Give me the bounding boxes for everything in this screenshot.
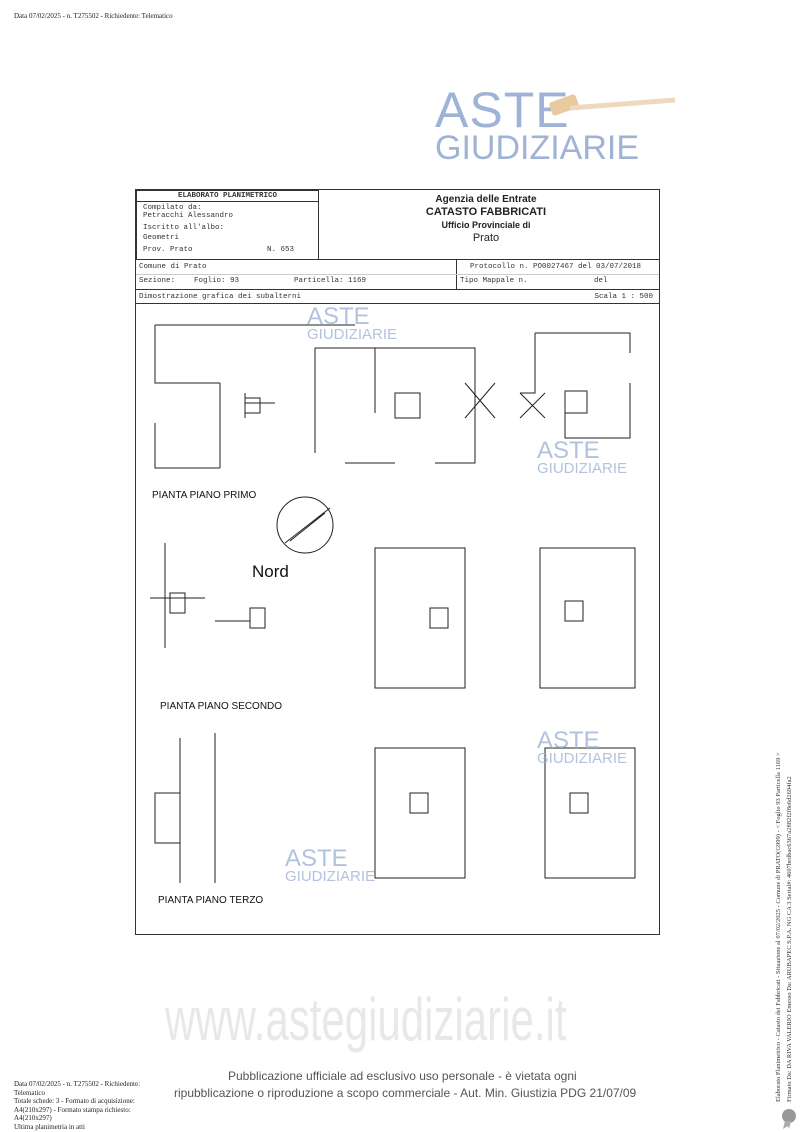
watermark-text: GIUDIZIARIE (285, 867, 376, 885)
side-info-line1: Elaborato Planimetrico - Catasto dei Fab… (775, 752, 782, 1102)
numero: N. 653 (267, 246, 295, 254)
watermark-text: ASTE (537, 437, 600, 464)
site-watermark: www.astegiudiziarie.it (165, 986, 567, 1053)
plan-piano-secondo (150, 496, 636, 689)
watermark-text: GIUDIZIARIE (537, 459, 628, 477)
watermark-text: ASTE (435, 82, 570, 138)
watermark-text: GIUDIZIARIE (435, 129, 640, 167)
del: del (594, 277, 608, 285)
compiler-box: ELABORATO PLANIMETRICO Compilato da: Pet… (136, 190, 319, 260)
label-piano-primo: PIANTA PIANO PRIMO (152, 490, 257, 501)
notice-line1: Pubblicazione ufficiale ad esclusivo uso… (228, 1069, 577, 1083)
watermark-text: ASTE (285, 845, 348, 872)
notice-line2: ripubblicazione o riproduzione a scopo c… (174, 1086, 637, 1100)
footer-line2: Totale schede: 3 - Formato di acquisizio… (14, 1097, 135, 1122)
compilato-label: Compilato da: (143, 204, 202, 212)
watermark-text: GIUDIZIARIE (307, 325, 398, 343)
ufficio: Ufficio Provinciale di (441, 220, 531, 230)
footer-line1: Data 07/02/2025 - n. T275502 - Richieden… (14, 1080, 141, 1097)
north-label: Nord (252, 562, 289, 581)
protocollo: Protocollo n. PO0027467 del 03/07/2018 (470, 263, 642, 271)
sezione: Sezione: (139, 277, 176, 285)
subalterni-row: Dimostrazione grafica dei subalterni Sca… (135, 289, 660, 304)
dimostrazione: Dimostrazione grafica dei subalterni (139, 293, 302, 301)
city: Prato (472, 232, 500, 244)
label-piano-secondo: PIANTA PIANO SECONDO (160, 701, 283, 712)
floor-plans-drawing (150, 324, 636, 883)
watermark-text: GIUDIZIARIE (537, 749, 628, 767)
side-signature-line2: Firmato Da: DA RIVA VALERIO Emesso Da: A… (786, 776, 793, 1102)
comune: Comune di Prato (139, 263, 207, 271)
label-piano-terzo: PIANTA PIANO TERZO (158, 895, 264, 906)
watermark-logo: ASTE GIUDIZIARIE (435, 82, 640, 167)
watermark-text: ASTE (307, 303, 370, 330)
catasto: CATASTO FABBRICATI (425, 206, 547, 218)
iscritto-label: Iscritto all'albo: (143, 224, 225, 232)
scala: Scala 1 : 500 (594, 293, 653, 301)
document-header: Data 07/02/2025 - n. T275502 - Richieden… (14, 12, 173, 20)
particella: Particella: 1169 (294, 277, 367, 285)
footer-info: Data 07/02/2025 - n. T275502 - Richieden… (14, 1080, 166, 1131)
parcel-row: Comune di Prato Sezione: Foglio: 93 Part… (135, 259, 660, 290)
tipo-mappale: Tipo Mappale n. (460, 277, 528, 285)
plan-piano-terzo (154, 733, 636, 883)
plan-piano-primo (154, 324, 631, 469)
footer-line3: Ultima planimetria in atti (14, 1122, 85, 1131)
watermark-text: ASTE (537, 727, 600, 754)
foglio: Foglio: 93 (194, 277, 240, 285)
iscritto-value: Geometri (143, 234, 180, 242)
agency-block: Agenzia delle Entrate CATASTO FABBRICATI… (376, 193, 596, 245)
seal-icon (782, 1109, 796, 1129)
plan-frame: ELABORATO PLANIMETRICO Compilato da: Pet… (135, 189, 660, 935)
compilato-name: Petracchi Alessandro (143, 212, 234, 220)
prov: Prov. Prato (143, 246, 193, 254)
gavel-icon (549, 94, 676, 116)
form-title: ELABORATO PLANIMETRICO (137, 191, 318, 202)
agency: Agenzia delle Entrate (435, 194, 537, 205)
